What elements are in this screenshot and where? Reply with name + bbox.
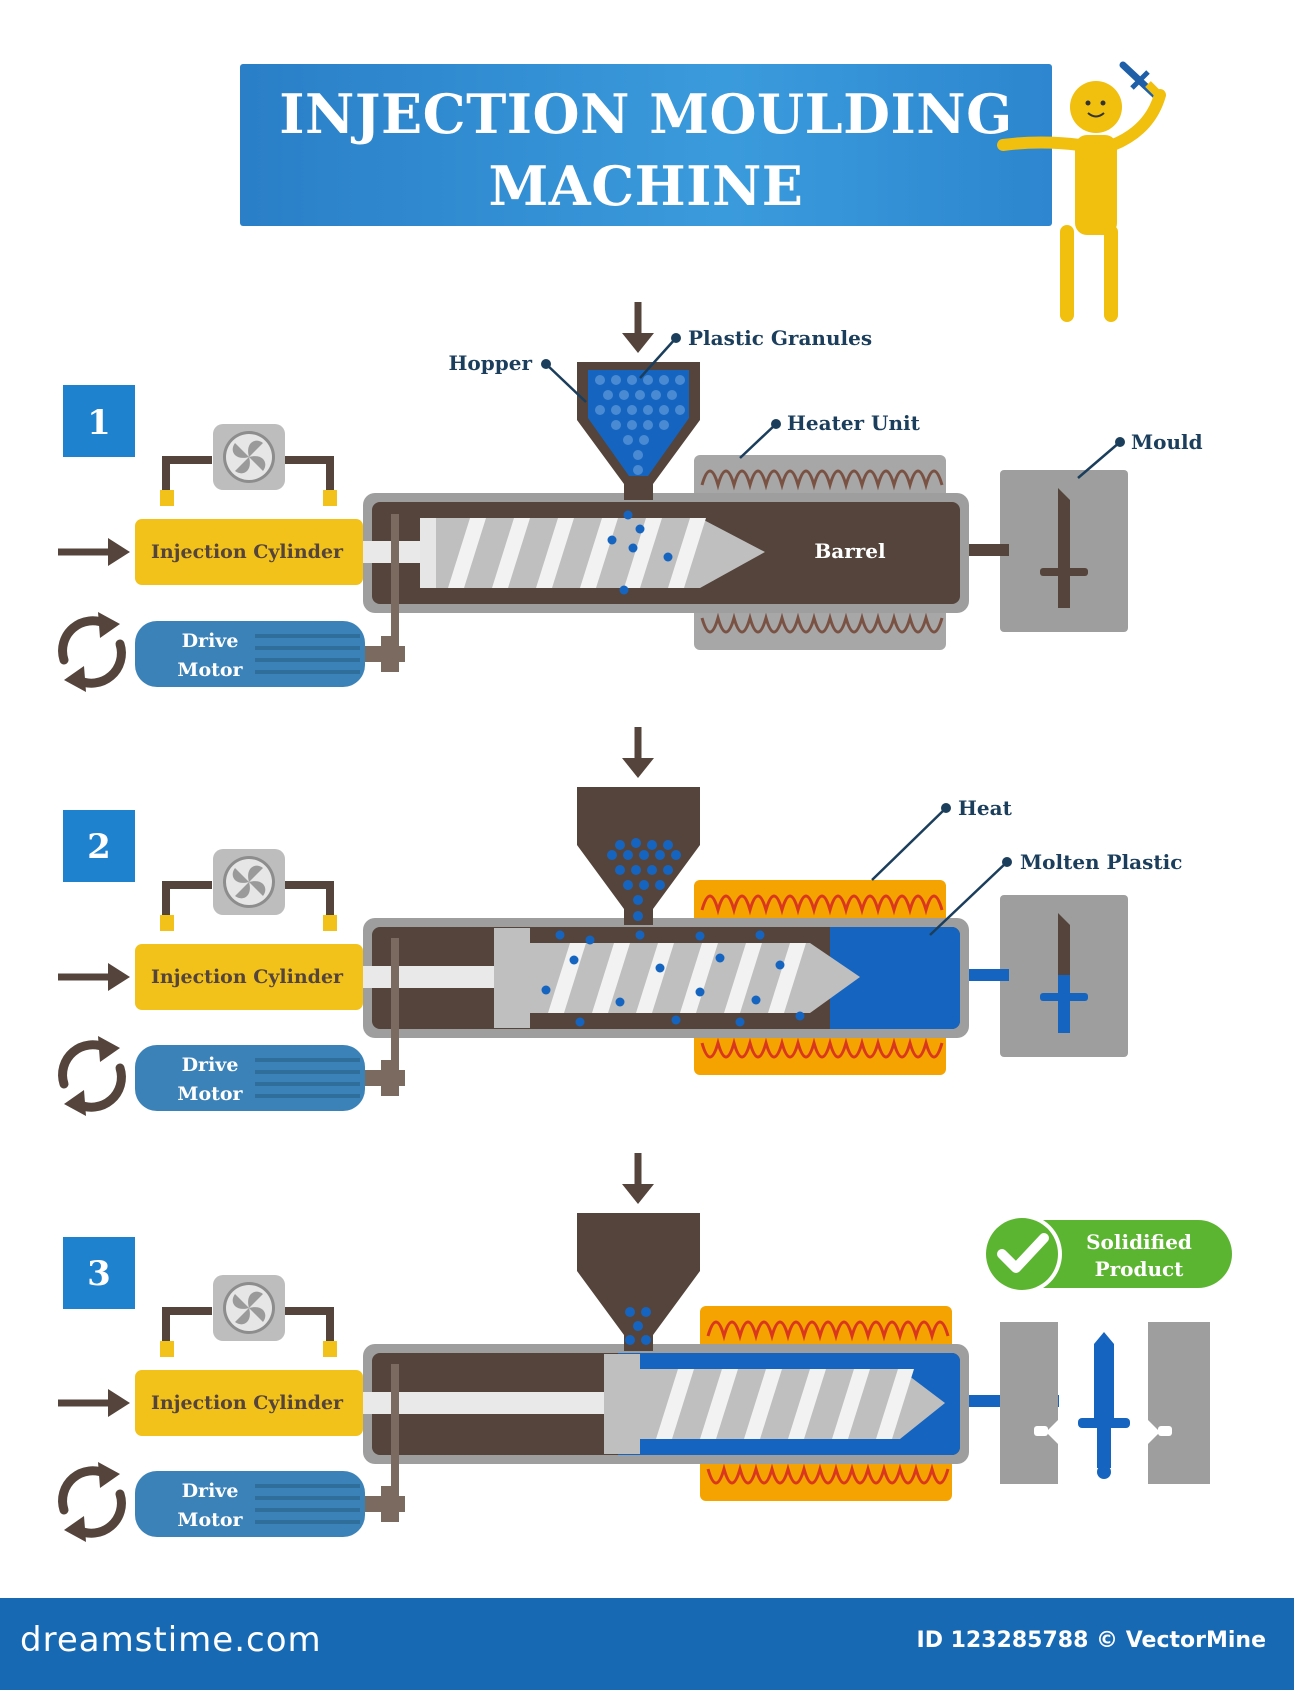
callout-heater-unit: Heater Unit — [739, 411, 921, 459]
arrow-right-icon — [58, 538, 130, 566]
sword-cavity-1 — [1040, 488, 1088, 608]
arrow-down-icon — [622, 727, 654, 778]
drive-motor-label-1a: Drive — [182, 630, 239, 652]
solidified-label-1: Solidified — [1086, 1230, 1192, 1254]
step-badge-1 — [63, 385, 135, 457]
plastic-granules-label: Plastic Granules — [688, 326, 872, 350]
title-line-2: MACHINE — [488, 154, 804, 218]
step-number-2: 2 — [87, 827, 111, 867]
rotate-icon — [63, 1462, 122, 1542]
step-badge-2 — [63, 810, 135, 882]
cooling-fan-icon — [213, 1275, 285, 1341]
arrow-right-icon — [58, 963, 130, 991]
screw-1 — [420, 518, 765, 588]
drive-motor-label-3b: Motor — [177, 1509, 243, 1531]
injection-cylinder-2 — [135, 944, 363, 1010]
callout-hopper: Hopper — [449, 351, 587, 403]
checkmark-icon — [997, 1233, 1049, 1273]
hopper-2 — [577, 787, 700, 925]
injection-cylinder-label-3: Injection Cylinder — [151, 1392, 344, 1414]
callout-molten-plastic: Molten Plastic — [929, 850, 1182, 936]
injection-cylinder-1 — [135, 519, 363, 585]
barrel-label: Barrel — [814, 539, 886, 563]
arrow-down-icon — [622, 1153, 654, 1204]
screw-3 — [604, 1354, 945, 1454]
machine-diagram: 1 Injection Cylinder Drive Motor Barrel — [58, 61, 1232, 1598]
injection-cylinder-label-2: Injection Cylinder — [151, 966, 344, 988]
callout-plastic-granules: Plastic Granules — [639, 326, 872, 379]
footer-id: ID 123285788 © VectorMine — [916, 1628, 1266, 1653]
arrow-down-icon — [622, 302, 654, 353]
step-2-diagram: 2 Injection Cylinder Drive Motor — [58, 727, 1182, 1116]
rotate-icon — [63, 612, 122, 692]
hopper-label: Hopper — [449, 351, 533, 375]
step-1-diagram: 1 Injection Cylinder Drive Motor Barrel — [58, 302, 1203, 692]
solidified-sword — [1078, 1332, 1130, 1479]
step-badge-3 — [63, 1237, 135, 1309]
solidified-label-2: Product — [1095, 1257, 1185, 1281]
mould-right-half — [1148, 1322, 1210, 1484]
cooling-fan-icon — [213, 424, 285, 490]
step-number-1: 1 — [87, 403, 111, 443]
drive-motor-label-3a: Drive — [182, 1480, 239, 1502]
footer-bar: dreamstime.com ID 123285788 © VectorMine — [0, 1598, 1294, 1690]
arrow-right-icon — [58, 1389, 130, 1417]
footer-brand[interactable]: dreamstime.com — [20, 1620, 322, 1660]
cooling-fan-icon — [213, 849, 285, 915]
heater-unit-label: Heater Unit — [787, 411, 921, 435]
injection-cylinder-3 — [135, 1370, 363, 1436]
sword-cavity-2 — [1040, 913, 1088, 1033]
title-line-1: INJECTION MOULDING — [279, 82, 1013, 146]
callout-heat: Heat — [871, 796, 1013, 881]
step-number-3: 3 — [87, 1254, 111, 1294]
step-3-diagram: 3 Injection Cylinder Drive Motor — [58, 1153, 1232, 1542]
rotate-icon — [63, 1036, 122, 1116]
drive-motor-label-1b: Motor — [177, 659, 243, 681]
injection-cylinder-label-1: Injection Cylinder — [151, 541, 344, 563]
mould-left-half — [1000, 1322, 1058, 1484]
heat-label: Heat — [958, 796, 1013, 820]
hopper-3 — [577, 1213, 700, 1351]
solidified-product-badge: Solidified Product — [982, 1214, 1232, 1294]
molten-plastic-label: Molten Plastic — [1020, 850, 1182, 874]
drive-motor-label-2b: Motor — [177, 1083, 243, 1105]
drive-motor-label-2a: Drive — [182, 1054, 239, 1076]
callout-mould: Mould — [1077, 430, 1203, 479]
drive-motor-3 — [135, 1471, 365, 1537]
screw-2 — [494, 928, 860, 1028]
title-banner: INJECTION MOULDING MACHINE — [240, 64, 1052, 226]
mould-label: Mould — [1131, 430, 1203, 454]
mascot-figure — [997, 61, 1166, 322]
drive-motor-2 — [135, 1045, 365, 1111]
drive-motor-1 — [135, 621, 365, 687]
